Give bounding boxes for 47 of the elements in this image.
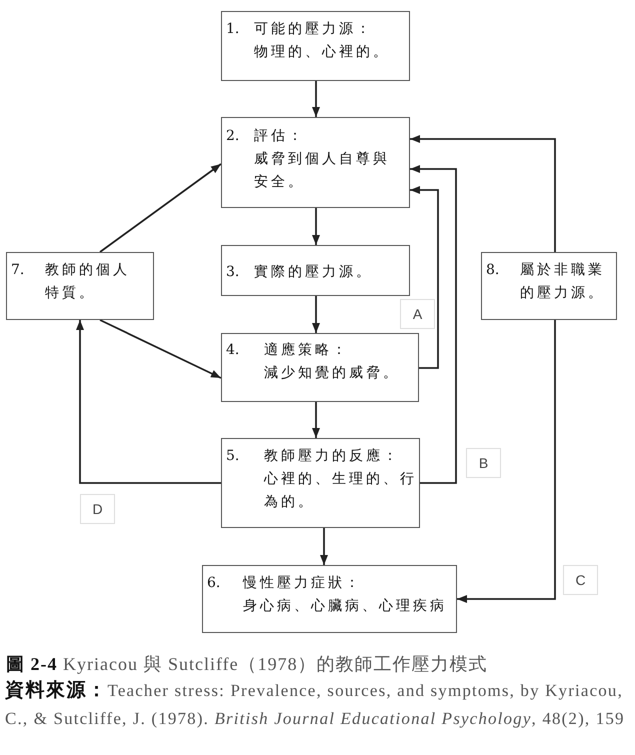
box-heading: 適應策略： bbox=[264, 341, 350, 360]
step-box bbox=[221, 11, 410, 81]
arrow bbox=[457, 320, 556, 603]
arrow bbox=[312, 208, 320, 245]
step-number: 1. bbox=[226, 20, 240, 39]
step-box bbox=[6, 252, 154, 320]
box-text: 屬於非職業的壓力源。 bbox=[520, 261, 606, 303]
step-number: 6. bbox=[207, 574, 220, 593]
step-box bbox=[481, 252, 617, 320]
box-text: 減少知覺的威脅。 bbox=[264, 364, 401, 383]
box-text: 心裡的、生理的、行為的。 bbox=[264, 470, 418, 512]
figure-caption: 圖 2-4 Kyriacou 與 Sutcliffe（1978）的教師工作壓力模式 bbox=[6, 653, 488, 676]
arrow bbox=[312, 402, 320, 438]
edge-label: A bbox=[400, 299, 435, 329]
arrow bbox=[410, 135, 556, 252]
step-box bbox=[221, 438, 420, 528]
step-number: 8. bbox=[486, 261, 500, 280]
step-number: 3. bbox=[226, 263, 240, 282]
arrow bbox=[76, 320, 221, 484]
box-text: 實際的壓力源。 bbox=[254, 263, 374, 282]
box-text: 身心病、心臟病、心理疾病 bbox=[243, 597, 448, 616]
box-heading: 慢性壓力症狀： bbox=[243, 574, 363, 593]
step-box bbox=[202, 565, 457, 633]
box-heading: 教師壓力的反應： bbox=[264, 447, 401, 466]
step-box bbox=[221, 333, 419, 402]
step-box bbox=[221, 245, 410, 296]
box-text: 教師的個人特質。 bbox=[45, 261, 131, 303]
arrow bbox=[99, 163, 222, 253]
step-number: 4. bbox=[226, 341, 240, 360]
arrow bbox=[410, 186, 439, 369]
step-number: 2. bbox=[226, 127, 240, 146]
arrow bbox=[312, 81, 320, 117]
step-box bbox=[221, 117, 410, 208]
source-note: 資料來源：Teacher stress: Prevalence, sources, and symptoms, by Kyriacou, C., & Sutcliffe, J. (1978). British Journal Educational Psychology, 48(2), 159 bbox=[5, 679, 626, 730]
step-number: 7. bbox=[11, 261, 24, 280]
step-number: 5. bbox=[226, 447, 240, 466]
arrow bbox=[100, 319, 222, 379]
box-text: 威脅到個人自尊與安全。 bbox=[254, 150, 391, 192]
box-heading: 可能的壓力源： bbox=[254, 20, 374, 39]
box-heading: 評估： bbox=[254, 127, 306, 146]
edge-label: B bbox=[466, 448, 501, 478]
arrow bbox=[312, 296, 320, 333]
arrow bbox=[320, 528, 328, 565]
edge-label: C bbox=[563, 565, 598, 595]
box-text: 物理的、心裡的。 bbox=[254, 43, 391, 62]
arrow bbox=[410, 165, 457, 484]
edge-label: D bbox=[80, 494, 115, 524]
